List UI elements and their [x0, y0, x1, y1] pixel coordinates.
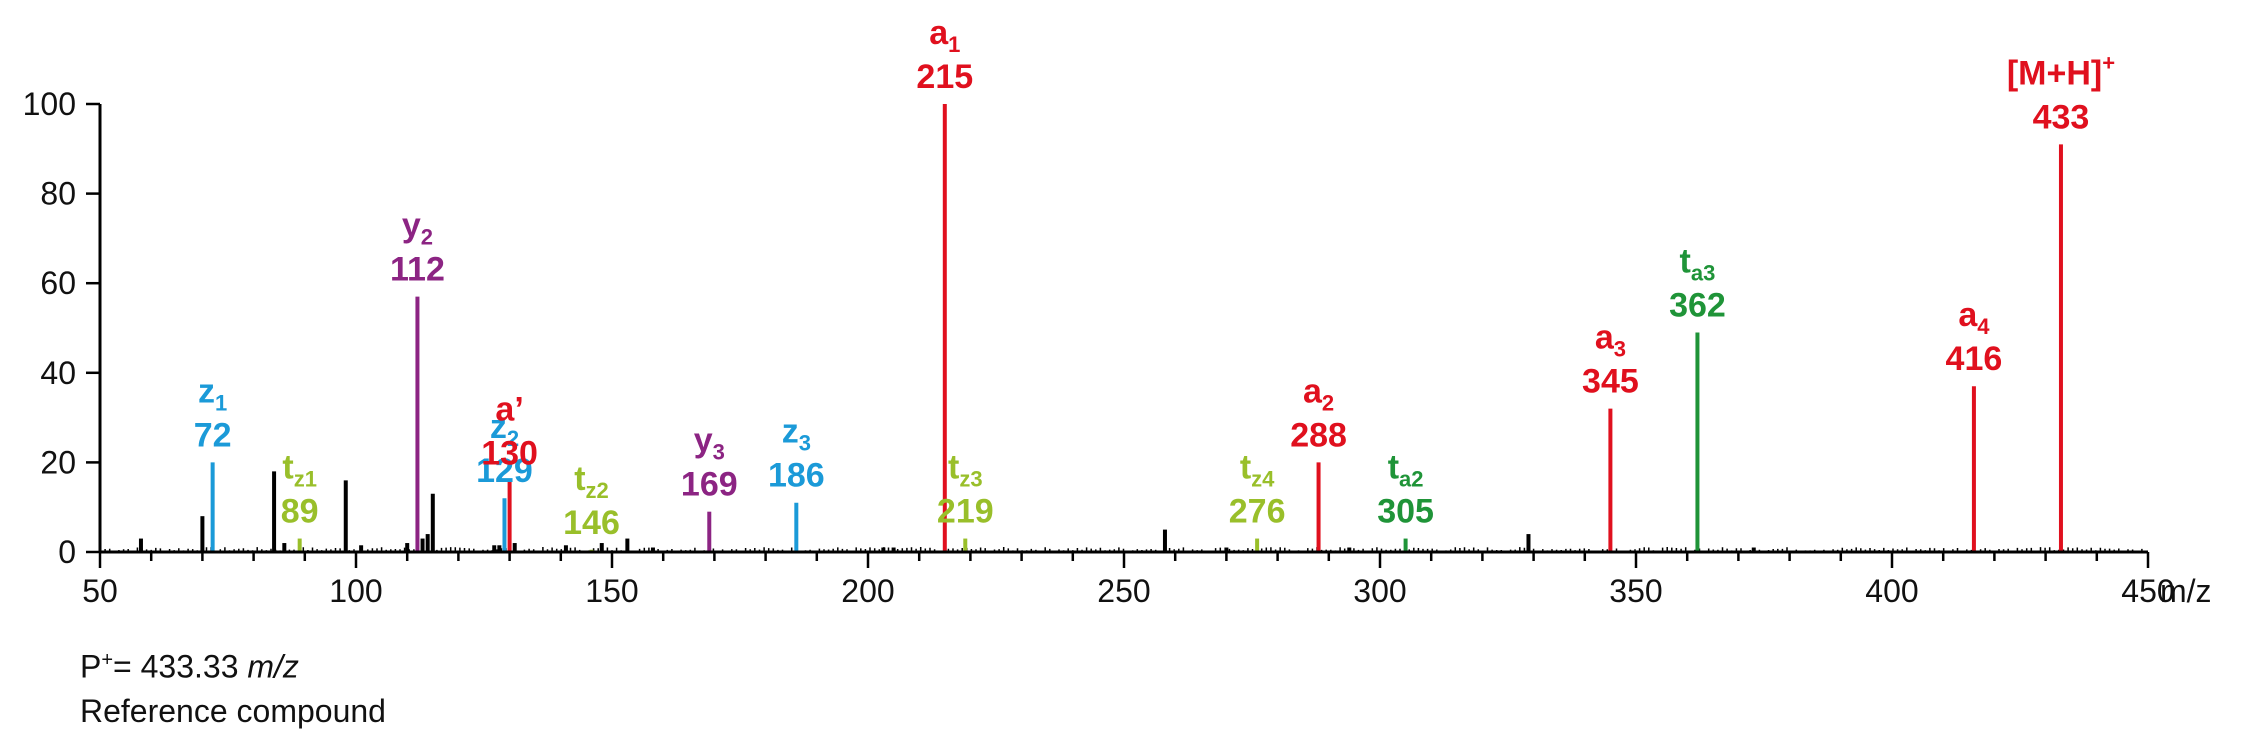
- peak-ion-label: tz2: [574, 460, 609, 503]
- peak-mz-label: 89: [281, 493, 319, 531]
- x-tick-label: 100: [329, 573, 382, 609]
- peak-ion-label: ta2: [1388, 449, 1424, 492]
- y-tick-label: 80: [40, 176, 76, 212]
- x-tick-label: 350: [1609, 573, 1662, 609]
- x-tick-label: 450: [2121, 573, 2174, 609]
- x-tick-label: 300: [1353, 573, 1406, 609]
- peak-ion-label: a1: [929, 14, 960, 57]
- precursor-unit: m/z: [247, 648, 299, 685]
- y-tick-label: 20: [40, 444, 76, 480]
- peak-ion-label: tz1: [282, 449, 317, 492]
- peak-ion-label: y2: [402, 207, 433, 250]
- peak-mz-label: 305: [1377, 493, 1434, 531]
- peak-ion-label: tz3: [948, 449, 983, 492]
- precursor-charge: +: [101, 649, 114, 671]
- peak-mz-label: 416: [1946, 340, 2003, 378]
- peak-mz-label: 288: [1290, 416, 1347, 454]
- peak-ion-label: [M+H]+: [2007, 50, 2115, 92]
- peak-ion-label: tz4: [1240, 449, 1275, 492]
- peak-ion-label: a4: [1958, 296, 1990, 339]
- x-tick-label: 50: [82, 573, 118, 609]
- x-tick-label: 400: [1865, 573, 1918, 609]
- peak-ion-label: y3: [694, 422, 725, 465]
- y-tick-label: 100: [23, 86, 76, 122]
- peak-mz-label: 169: [681, 466, 738, 504]
- peak-mz-label: 112: [390, 251, 445, 289]
- peak-ion-label: ta3: [1680, 242, 1716, 285]
- peak-mz-label: 276: [1229, 493, 1286, 531]
- peak-mz-label: 215: [916, 58, 973, 96]
- peak-mz-label: 130: [481, 434, 538, 472]
- precursor-value: = 433.33: [113, 648, 248, 685]
- x-axis-label: m/z: [2160, 573, 2212, 609]
- y-tick-label: 40: [40, 355, 76, 391]
- peaks: [138, 104, 2063, 552]
- peak-mz-label: 129: [476, 452, 533, 490]
- peak-mz-label: 362: [1669, 286, 1726, 324]
- peak-mz-label: 72: [194, 416, 232, 454]
- precursor-note: P+= 433.33 m/z: [80, 650, 299, 683]
- precursor-symbol: P: [80, 648, 102, 685]
- peak-ion-label: a’: [495, 390, 523, 428]
- y-tick-label: 0: [58, 534, 76, 570]
- x-tick-label: 200: [841, 573, 894, 609]
- compound-note: Reference compound: [80, 693, 386, 729]
- x-tick-label: 250: [1097, 573, 1150, 609]
- peak-ion-label: z1: [198, 372, 227, 415]
- x-tick-label: 150: [585, 573, 638, 609]
- peak-ion-label: a2: [1303, 372, 1334, 415]
- peak-ion-label: z2: [490, 408, 519, 451]
- y-tick-label: 60: [40, 265, 76, 301]
- peak-mz-label: 345: [1582, 363, 1639, 401]
- peak-mz-label: 219: [937, 493, 994, 531]
- peak-mz-label: 186: [768, 457, 825, 495]
- peak-ion-label: a3: [1595, 319, 1626, 362]
- peak-mz-label: 146: [563, 504, 620, 542]
- peak-ion-label: z3: [782, 413, 811, 456]
- peak-mz-label: 433: [2033, 98, 2090, 136]
